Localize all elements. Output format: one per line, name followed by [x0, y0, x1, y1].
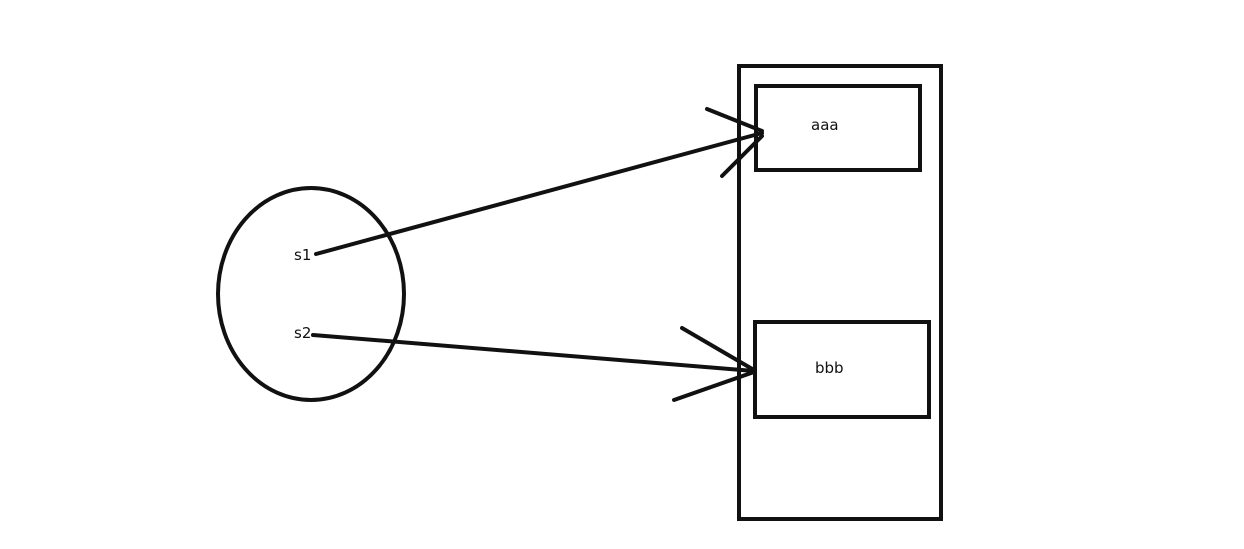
arrow-s2-to-bbb [311, 333, 756, 373]
arrowhead-aaa-upper [705, 107, 764, 133]
variable-label-s1: s1 [294, 246, 311, 264]
value-label-aaa: aaa [811, 116, 839, 134]
arrowhead-bbb-lower [672, 370, 756, 402]
arrow-s1-to-aaa [314, 131, 764, 256]
variable-scope-ellipse [216, 186, 406, 402]
value-label-bbb: bbb [815, 359, 844, 377]
arrowhead-aaa-lower [720, 134, 764, 178]
arrowhead-bbb-upper [680, 326, 756, 372]
variable-label-s2: s2 [294, 324, 311, 342]
heap-container [737, 64, 943, 521]
